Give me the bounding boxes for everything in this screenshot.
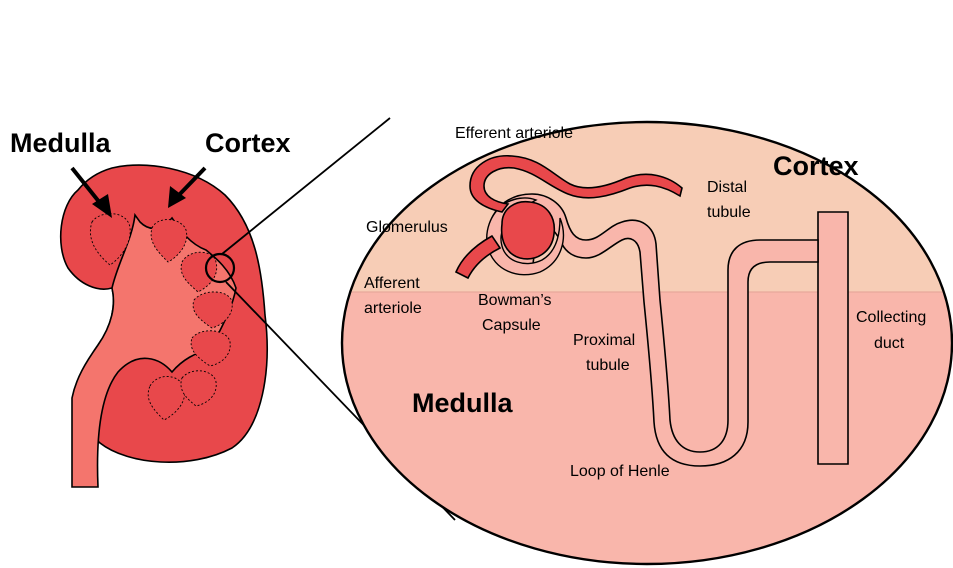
afferent-arteriole-label-line1: Afferent (364, 275, 420, 292)
collecting-duct-label-line2: duct (874, 335, 905, 352)
proximal-tubule-label-line2: tubule (586, 357, 630, 374)
afferent-arteriole-label-line2: arteriole (364, 300, 422, 317)
nephron-cortex-region-label: Cortex (773, 151, 859, 181)
bowmans-capsule-label-line2: Capsule (482, 317, 541, 334)
glomerulus-label: Glomerulus (366, 219, 448, 236)
distal-tubule-label-line2: tubule (707, 204, 751, 221)
efferent-arteriole-label: Efferent arteriole (455, 125, 573, 142)
nephron-medulla-region-label: Medulla (412, 388, 513, 418)
nephron-zoom-view (330, 100, 953, 568)
kidney-cortex-label: Cortex (205, 128, 291, 158)
collecting-duct (818, 212, 848, 464)
kidney-medulla-label: Medulla (10, 128, 111, 158)
glomerulus (502, 202, 555, 259)
collecting-duct-label-line1: Collecting (856, 309, 926, 326)
kidney (61, 165, 267, 487)
distal-tubule-label-line1: Distal (707, 179, 747, 196)
proximal-tubule-label-line1: Proximal (573, 332, 635, 349)
loop-of-henle-label: Loop of Henle (570, 463, 670, 480)
medulla-zone (330, 292, 953, 568)
bowmans-capsule-label-line1: Bowman’s (478, 292, 552, 309)
